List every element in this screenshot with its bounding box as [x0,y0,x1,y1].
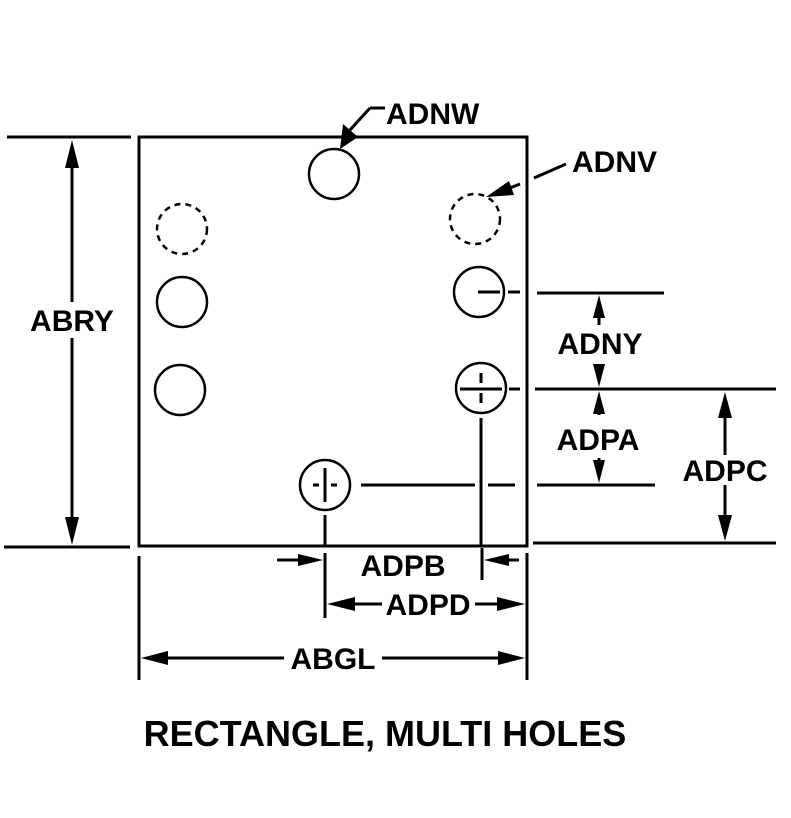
dimension-adpd [327,597,525,611]
label-abgl: ABGL [291,643,376,676]
label-adpa: ADPA [557,424,640,457]
dimension-adpb [277,548,529,680]
hole-right-middle [454,361,508,415]
center-mark-bottom [313,468,515,546]
dimension-adny-adpa [535,291,776,487]
label-abry: ABRY [30,305,114,338]
hole-dashed-right-adnv [448,192,502,246]
hole-left-middle [155,275,209,329]
label-adnv: ADNV [572,146,657,179]
plate-outline [137,135,529,548]
label-adnw: ADNW [386,98,480,131]
hole-adnw [307,147,361,201]
hole-dashed-left [155,202,209,256]
hole-right-upper [452,265,506,319]
hole-left-lower [153,363,207,417]
center-mark-right-middle [460,373,520,546]
leader-adnv [486,162,567,197]
label-adpc: ADPC [682,455,767,488]
label-adpb: ADPB [360,550,445,583]
dimension-adpc [533,392,776,545]
leader-adnw [340,106,385,149]
drawing-title: RECTANGLE, MULTI HOLES [144,713,627,754]
label-adny: ADNY [557,328,642,361]
hole-bottom [298,458,352,512]
dimension-abgl [137,556,525,680]
dimension-abry [4,135,131,549]
label-adpd: ADPD [385,589,470,622]
